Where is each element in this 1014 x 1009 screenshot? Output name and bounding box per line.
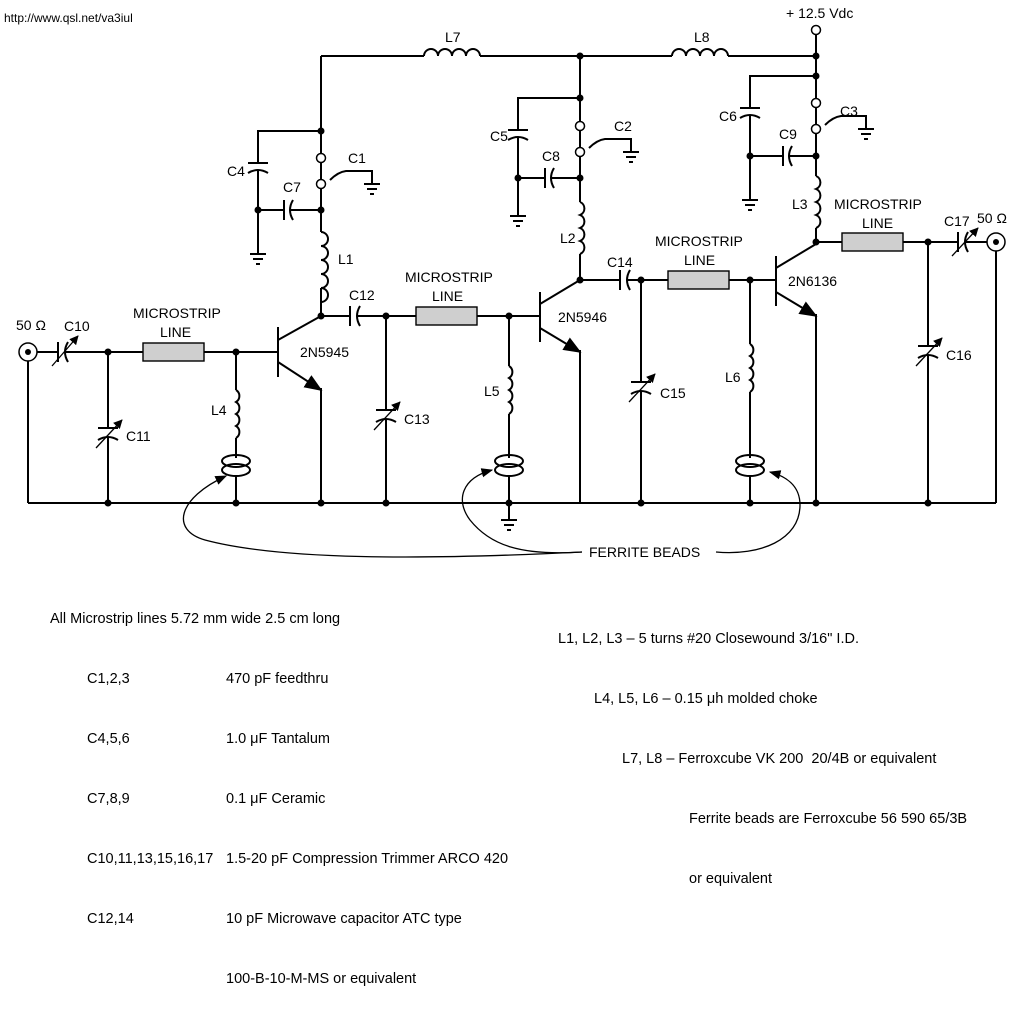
note-desc-4: 1.5-20 pF Compression Trimmer ARCO 420	[226, 851, 509, 867]
notes-left: All Microstrip lines 5.72 mm wide 2.5 cm…	[50, 569, 508, 1009]
label-L3: L3	[792, 196, 808, 212]
top-rail	[321, 48, 816, 57]
note-desc-3: 0.1 μF Ceramic	[226, 791, 326, 807]
label-C8: C8	[542, 148, 560, 164]
label-C2: C2	[614, 118, 632, 134]
note-desc-6: 100-B-10-M-MS or equivalent	[226, 971, 417, 987]
source-url: http://www.qsl.net/va3iul	[4, 11, 133, 25]
label-L4: L4	[211, 402, 227, 418]
label-C16: C16	[946, 347, 972, 363]
note-ref-5: C12,14	[87, 911, 134, 927]
notes-heading: All Microstrip lines 5.72 mm wide 2.5 cm…	[50, 611, 341, 627]
ferrite-beads-label: FERRITE BEADS	[589, 544, 700, 560]
input-impedance: 50 Ω	[16, 317, 46, 333]
note-ref-4: C10,11,13,15,16,17	[87, 851, 214, 867]
microstrip4-label-a: MICROSTRIP	[834, 196, 922, 212]
amplifier-schematic: http://www.qsl.net/va3iul + 12.5 Vdc L7 …	[4, 5, 1007, 560]
label-C6: C6	[719, 108, 737, 124]
label-q2: 2N5946	[558, 309, 607, 325]
microstrip1-label-b: LINE	[160, 324, 191, 340]
label-C15: C15	[660, 385, 686, 401]
label-C4: C4	[227, 163, 245, 179]
input-port	[18, 342, 38, 362]
notes-right: L1, L2, L3 – 5 turns #20 Closewound 3/16…	[558, 589, 998, 909]
microstrip2-label-a: MICROSTRIP	[405, 269, 493, 285]
label-C17: C17	[944, 213, 970, 229]
note-desc-5: 10 pF Microwave capacitor ATC type	[226, 911, 462, 927]
supply-label: + 12.5 Vdc	[786, 5, 853, 21]
label-C7: C7	[283, 179, 301, 195]
transistor-q2	[539, 279, 582, 503]
transistor-q3	[775, 243, 818, 503]
label-L7: L7	[445, 29, 461, 45]
supply-terminal	[810, 24, 822, 36]
note-right-3: L7, L8 – Ferroxcube VK 200 20/4B or equi…	[622, 751, 937, 767]
transistor-q1	[277, 315, 323, 503]
label-C5: C5	[490, 128, 508, 144]
label-L8: L8	[694, 29, 710, 45]
label-C1: C1	[348, 150, 366, 166]
microstrip3-label-b: LINE	[684, 252, 715, 268]
microstrip3-label-a: MICROSTRIP	[655, 233, 743, 249]
note-ref-2: C4,5,6	[87, 731, 130, 747]
label-L5: L5	[484, 383, 500, 399]
note-ref-3: C7,8,9	[87, 791, 130, 807]
note-right-2: L4, L5, L6 – 0.15 μh molded choke	[594, 691, 818, 707]
note-desc-2: 1.0 μF Tantalum	[226, 731, 330, 747]
label-C11: C11	[126, 428, 151, 444]
microstrip4-label-b: LINE	[862, 215, 893, 231]
label-q1: 2N5945	[300, 344, 349, 360]
note-right-5: or equivalent	[689, 871, 773, 887]
microstrip2-label-b: LINE	[432, 288, 463, 304]
note-desc-1: 470 pF feedthru	[226, 671, 329, 687]
label-q3: 2N6136	[788, 273, 837, 289]
label-L2: L2	[560, 230, 576, 246]
label-C14: C14	[607, 254, 633, 270]
label-L6: L6	[725, 369, 741, 385]
microstrip1-label-a: MICROSTRIP	[133, 305, 221, 321]
label-C12: C12	[349, 287, 375, 303]
note-right-1: L1, L2, L3 – 5 turns #20 Closewound 3/16…	[558, 631, 859, 647]
note-ref-1: C1,2,3	[87, 671, 130, 687]
note-right-4: Ferrite beads are Ferroxcube 56 590 65/3…	[689, 811, 968, 827]
label-C3: C3	[840, 103, 858, 119]
output-port	[986, 232, 1006, 252]
output-impedance: 50 Ω	[977, 210, 1007, 226]
label-L1: L1	[338, 251, 354, 267]
label-C9: C9	[779, 126, 797, 142]
label-C10: C10	[64, 318, 90, 334]
label-C13: C13	[404, 411, 430, 427]
